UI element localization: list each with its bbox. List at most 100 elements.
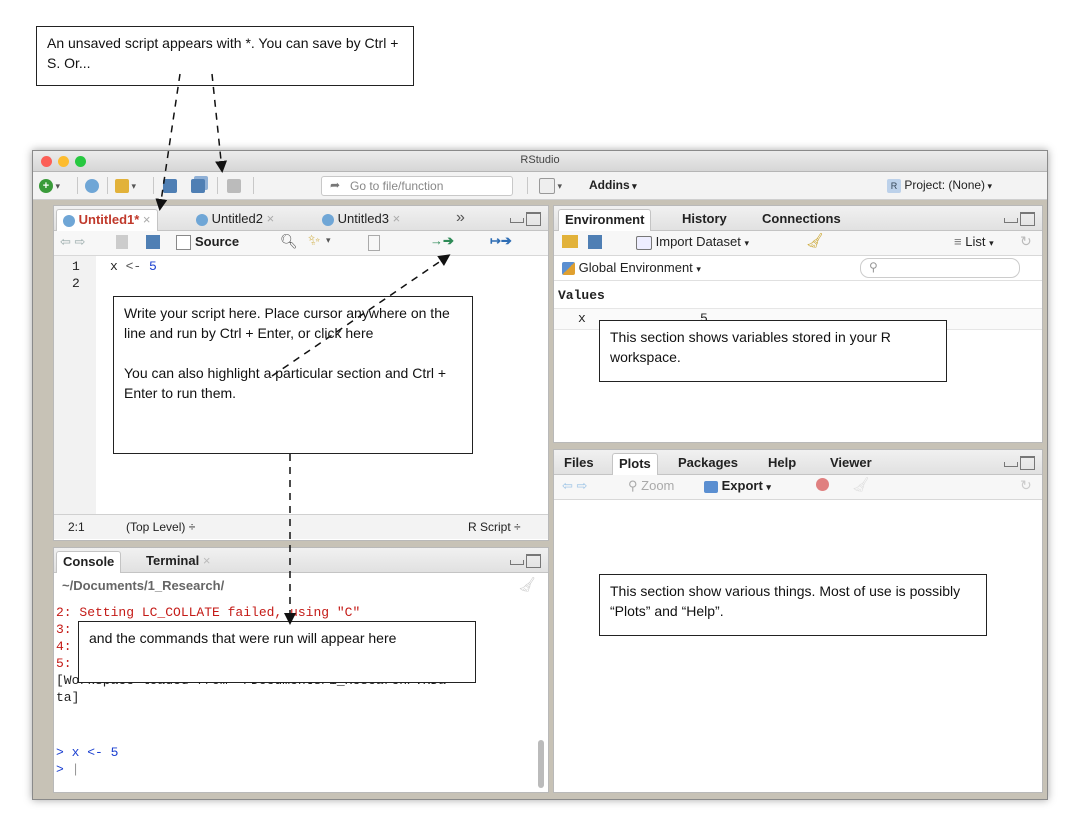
variable-value: 5 [700,311,708,326]
tab-history[interactable]: History [682,211,727,226]
title-bar: RStudio [33,151,1047,172]
search-icon[interactable]: 🔍︎ [280,233,298,249]
scope-selector[interactable]: (Top Level) ÷ [126,520,196,534]
callout-environment: This section shows variables stored in y… [599,320,947,382]
save-icon[interactable] [146,235,160,249]
console-tabbar: Console Terminal × [54,548,548,573]
environment-tabbar: Environment History Connections [554,206,1042,231]
pane-minmax[interactable] [1004,456,1036,470]
tab-console[interactable]: Console [56,551,122,573]
save-icon [163,178,177,193]
tab-plots[interactable]: Plots [612,453,658,475]
zoom-button[interactable]: ⚲ Zoom [628,478,675,493]
close-window-button[interactable] [41,156,52,167]
environment-search-input[interactable]: ⚲ [860,258,1020,278]
arrow-to-run [271,254,451,377]
pane-minmax[interactable] [510,212,542,226]
save-button[interactable] [163,176,177,194]
zoom-window-button[interactable] [75,156,86,167]
console-command: > x <- 5 [56,745,119,760]
project-label: Project: (None) [904,178,986,192]
export-button[interactable]: Export ▾ [704,478,771,493]
new-file-button[interactable]: + ▾ [39,176,60,194]
export-icon [704,480,718,493]
run-line-button[interactable]: →➔ [430,233,454,248]
tab-connections[interactable]: Connections [762,211,841,226]
environment-selector-row: Global Environment ▾ ⚲ [554,256,1042,281]
file-type-selector[interactable]: R Script ÷ [468,520,521,534]
console-prompt[interactable]: > | [56,762,80,777]
callout-script-text-2: You can also highlight a particular sect… [124,365,447,401]
callout-plots: This section show various things. Most o… [599,574,987,636]
project-icon [85,178,99,193]
source-on-save-checkbox[interactable] [176,235,191,250]
global-environment-menu[interactable]: Global Environment ▾ [562,260,701,276]
grid-icon [539,177,555,194]
addins-label: Addins [589,178,630,192]
back-forward-icon[interactable]: ⇦ ⇨ [60,234,86,249]
refresh-icon[interactable]: ↻ [1020,233,1032,249]
environment-icon [562,262,575,276]
tab-untitled1[interactable]: Untitled1* × [56,209,158,231]
plots-toolbar: ⇦ ⇨ ⚲ Zoom Export ▾ 🧹︎ ↻ [554,475,1042,500]
tab-terminal[interactable]: Terminal × [146,553,211,568]
line-number: 2 [72,276,80,291]
tab-viewer[interactable]: Viewer [830,455,872,470]
pane-minmax[interactable] [510,554,542,568]
code-line[interactable]: x <- 5 [110,259,157,274]
rerun-button[interactable]: ↦➔ [490,233,512,248]
table-icon [636,235,652,250]
back-forward-icon[interactable]: ⇦ ⇨ [562,478,588,493]
print-icon [227,178,241,193]
clear-console-icon[interactable]: 🧹︎ [518,576,536,592]
tab-packages[interactable]: Packages [678,455,738,470]
grid-layout-button[interactable]: ▾ [539,176,562,194]
close-tab-icon[interactable]: × [142,212,151,227]
source-toolbar: ⇦ ⇨ Source 🔍︎ ✨︎ ▾ →➔ ↦➔ [54,231,548,256]
minimize-window-button[interactable] [58,156,69,167]
console-path: ~/Documents/1_Research/ [62,578,225,593]
tab-untitled2[interactable]: Untitled2 × [190,209,280,230]
chevron-down-icon[interactable]: ▾ [326,235,331,245]
tab-files[interactable]: Files [564,455,594,470]
source-statusbar: 2:1 (Top Level) ÷ R Script ÷ [54,514,548,539]
refresh-icon[interactable]: ↻ [1020,477,1032,493]
tab-help[interactable]: Help [768,455,797,470]
callout-script-text-1: Write your script here. Place cursor any… [124,305,450,341]
arrow-to-tab [155,73,181,211]
save-icon[interactable] [588,235,602,249]
broom-icon[interactable]: 🧹︎ [806,232,824,248]
save-all-button[interactable] [191,176,205,194]
close-tab-icon[interactable]: × [392,211,401,226]
project-menu[interactable]: R Project: (None) ▾ [887,176,992,194]
more-tabs-icon[interactable]: » [456,209,465,226]
r-project-icon: R [887,178,901,193]
broom-icon[interactable]: 🧹︎ [852,476,870,492]
source-on-save-label: Source [195,234,240,249]
goto-file-input[interactable]: ➦ Go to file/function [321,176,513,196]
console-scrollbar[interactable] [538,740,544,788]
r-file-icon [322,213,334,226]
tab-environment[interactable]: Environment [558,209,652,231]
main-toolbar: + ▾ ▾ ➦ Go to file/function ▾ [33,172,1047,200]
r-file-icon [196,213,208,226]
import-dataset-button[interactable]: Import Dataset ▾ [636,234,749,250]
pages-icon[interactable] [368,235,380,251]
zoom-icon: ⚲ [628,478,638,493]
pane-minmax[interactable] [1004,212,1036,226]
remove-plot-icon[interactable] [816,478,829,491]
new-project-button[interactable] [85,176,99,194]
files-tabbar: Files Plots Packages Help Viewer [554,450,1042,475]
line-number-gutter [54,256,96,514]
code-value: 5 [149,259,157,274]
tab-untitled3[interactable]: Untitled3 × [316,209,406,230]
addins-menu[interactable]: Addins ▾ [589,178,637,192]
close-tab-icon[interactable]: × [266,211,275,226]
open-file-button[interactable]: ▾ [115,176,136,194]
show-in-window-icon[interactable] [116,235,128,249]
print-button[interactable] [227,176,241,194]
magic-wand-icon[interactable]: ✨︎ [308,232,321,249]
list-view-button[interactable]: ≡ List ▾ [954,234,994,249]
load-workspace-icon[interactable] [562,235,578,248]
